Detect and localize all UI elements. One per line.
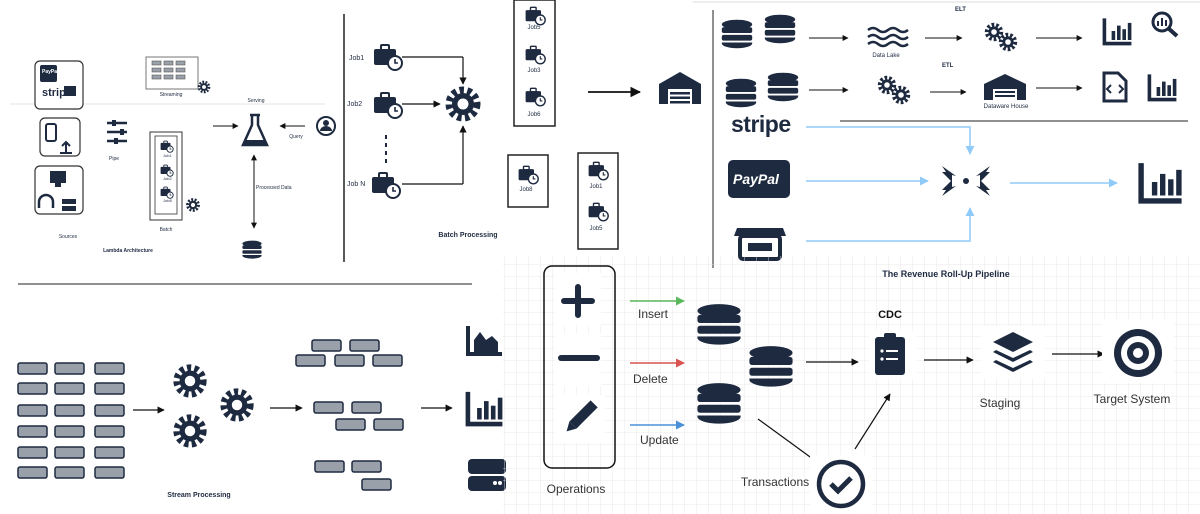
gears-icon xyxy=(987,25,1015,49)
stream-processing-panel xyxy=(17,326,506,491)
queue-job-label: Job6 xyxy=(527,112,541,118)
batch-processing-panel xyxy=(371,0,701,250)
dataware-house-icon xyxy=(984,74,1026,100)
shop-icon xyxy=(734,228,786,261)
pencil-icon xyxy=(566,400,598,432)
server-mini-icon xyxy=(62,199,76,211)
bar-chart-icon xyxy=(1102,16,1134,46)
jobn-icon xyxy=(371,172,401,199)
headphones-icon xyxy=(37,193,55,208)
queue-job-label: Job3 xyxy=(527,68,541,74)
bar-chart-icon xyxy=(1147,72,1179,102)
batch-label: Batch xyxy=(159,227,173,233)
processed-data-label: Processed Data xyxy=(256,185,292,191)
target-system-label: Target System xyxy=(1093,392,1171,406)
waves-icon xyxy=(867,26,909,48)
gears-icon xyxy=(880,78,908,102)
code-file-icon xyxy=(1102,71,1128,103)
jobn-label: Job N xyxy=(347,181,366,188)
batch-job-label: Job8 xyxy=(163,198,172,203)
bar-chart-icon xyxy=(468,392,503,424)
job1-label: Job1 xyxy=(349,55,365,62)
stream-input-bricks xyxy=(17,362,125,479)
sources-label: Sources xyxy=(58,234,78,240)
sliders-icon xyxy=(107,120,127,144)
stream-processing-title: Stream Processing xyxy=(167,492,231,499)
cdc-label: CDC xyxy=(878,309,902,321)
delete-label: Delete xyxy=(633,372,668,386)
stream-gear-icon xyxy=(224,392,251,419)
database-icon xyxy=(725,78,757,108)
queue-job-label: Job1 xyxy=(589,184,603,190)
batch-processing-title: Batch Processing xyxy=(438,232,498,239)
paypal-badge xyxy=(40,65,57,82)
job2-icon xyxy=(373,92,403,119)
elt-label: ELT xyxy=(955,7,966,13)
data-lake-label: Data Lake xyxy=(872,53,900,59)
stream-gear-icon xyxy=(177,368,204,395)
job2-label: Job2 xyxy=(347,101,363,108)
cdc-panel xyxy=(503,256,1200,514)
target-icon xyxy=(1102,319,1174,383)
paypal-logo-label: PayPal xyxy=(733,171,779,187)
processing-gear-icon xyxy=(449,90,477,118)
serving-label: Serving xyxy=(247,98,265,104)
batch-job-label: Job2 xyxy=(163,176,172,181)
merge-arrows-icon xyxy=(942,166,990,196)
job1-icon xyxy=(373,44,403,71)
stripe-logo: stripe xyxy=(731,111,791,137)
update-label: Update xyxy=(640,433,679,447)
database-icon xyxy=(764,14,796,44)
area-chart-icon xyxy=(466,326,502,356)
phone-source-box xyxy=(39,117,81,157)
lambda-architecture-panel xyxy=(10,14,472,285)
streaming-label: Streaming xyxy=(159,92,183,98)
paypal-badge-label: PayPal xyxy=(42,69,59,75)
revenue-bar-chart-icon xyxy=(1141,163,1182,201)
layers-icon xyxy=(981,326,1045,378)
upload-arrow-icon xyxy=(60,140,72,154)
staging-label: Staging xyxy=(979,396,1021,410)
streaming-bricks xyxy=(151,60,186,80)
dataware-house-label: Dataware House xyxy=(983,104,1029,110)
revenue-pipeline-title: The Revenue Roll-Up Pipeline xyxy=(882,269,1010,279)
etl-label: ETL xyxy=(942,63,954,69)
database-icon xyxy=(721,19,753,49)
query-label: Query xyxy=(289,134,303,140)
batch-gear-icon xyxy=(186,198,200,212)
server-icon xyxy=(468,459,506,491)
transactions-label: Transactions xyxy=(740,475,810,489)
queue-job-label: Job8 xyxy=(519,187,533,193)
database-icon xyxy=(242,240,262,259)
batch-job-label: Job1 xyxy=(163,153,172,158)
check-circle-icon xyxy=(810,455,872,513)
database-icon xyxy=(767,72,799,102)
revenue-pipeline-panel xyxy=(693,0,1200,268)
user-icon xyxy=(316,116,336,136)
queue-job-label: Job5 xyxy=(527,25,541,31)
stream-output-bricks xyxy=(295,339,404,491)
streaming-gear-icon xyxy=(197,80,211,94)
lambda-title: Lambda Architecture xyxy=(103,248,153,254)
phone-upload-icon xyxy=(45,123,57,142)
shop-mini-icon xyxy=(64,86,76,96)
operations-label: Operations xyxy=(546,482,606,496)
monitor-icon xyxy=(50,171,66,187)
paypal-logo xyxy=(728,160,790,198)
job-queue-box-2 xyxy=(507,154,549,208)
plus-icon xyxy=(561,284,595,318)
stream-gear-icon xyxy=(177,418,204,445)
insert-label: Insert xyxy=(638,307,669,321)
warehouse-icon xyxy=(659,72,701,104)
stripe-badge-label: stripe xyxy=(42,87,72,99)
queue-job-label: Job5 xyxy=(589,226,603,232)
pipe-label: Pipe xyxy=(108,156,120,162)
search-chart-icon xyxy=(1151,11,1179,38)
clipboard-icon xyxy=(869,331,917,379)
